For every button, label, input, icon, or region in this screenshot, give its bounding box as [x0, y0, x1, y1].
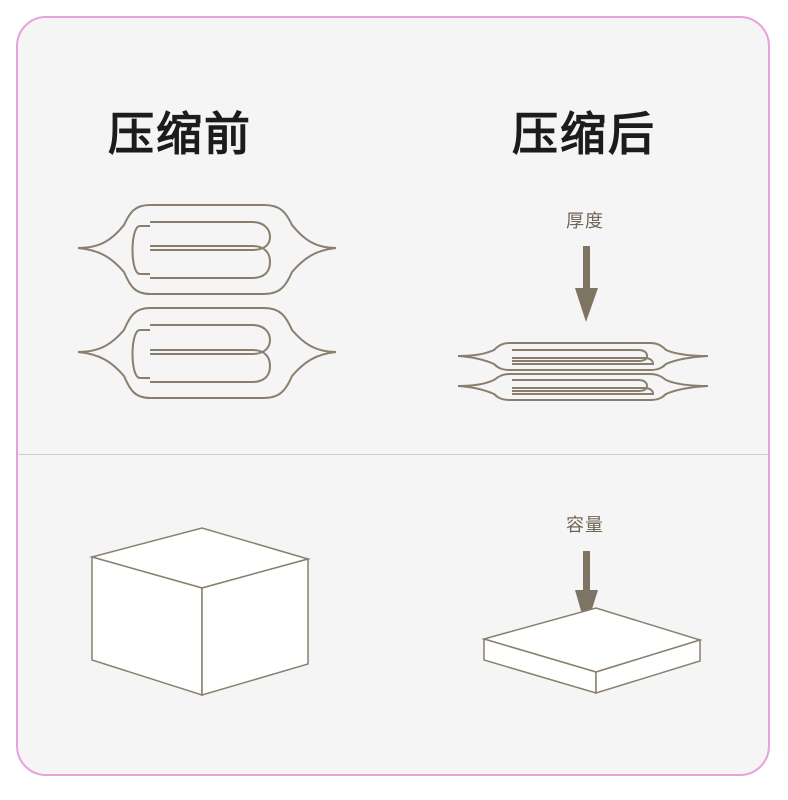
- bag-after-top: [457, 342, 709, 371]
- horizontal-divider: [18, 454, 768, 455]
- arrow-down-icon: [575, 551, 598, 628]
- before-title: 压缩前: [108, 107, 252, 161]
- thickness-label: 厚度: [566, 211, 604, 232]
- arrow-down-icon: [575, 246, 598, 322]
- slab-after: [481, 607, 703, 695]
- capacity-label: 容量: [566, 515, 604, 536]
- bag-before-bottom: [77, 307, 337, 399]
- bag-after-bottom: [457, 373, 709, 401]
- cube-before: [89, 527, 311, 697]
- after-title: 压缩后: [512, 107, 656, 161]
- bag-before-top: [77, 204, 337, 295]
